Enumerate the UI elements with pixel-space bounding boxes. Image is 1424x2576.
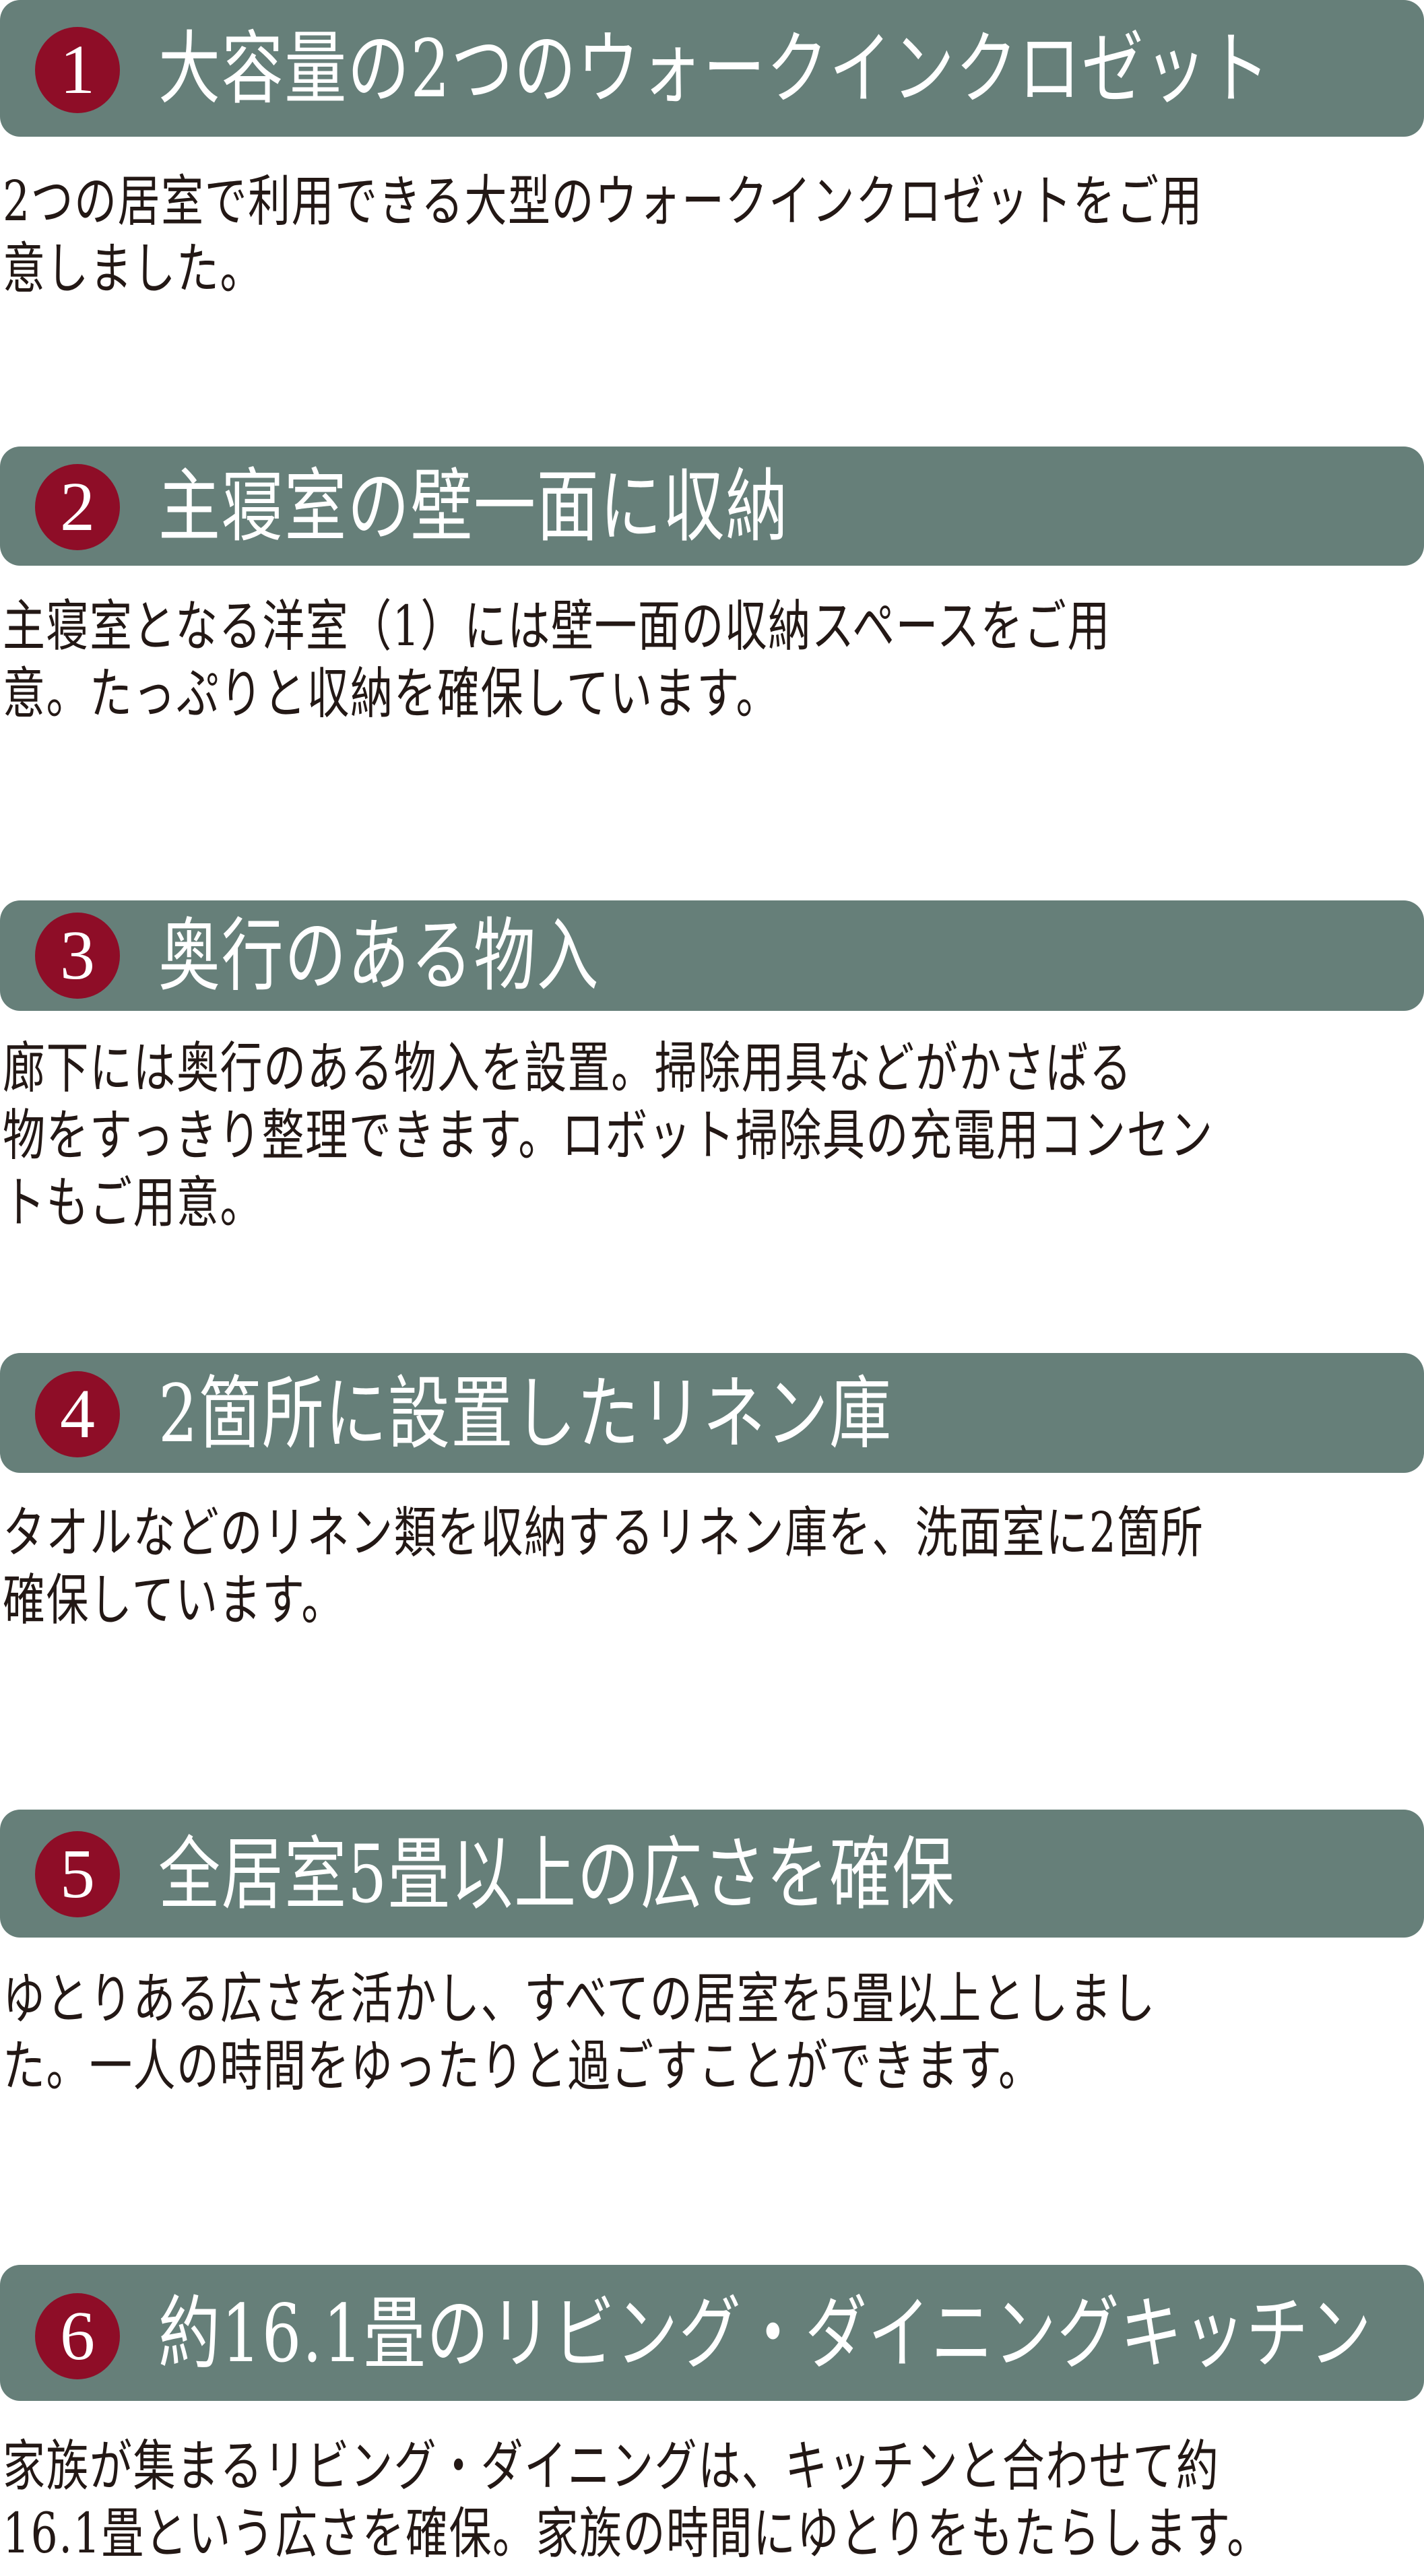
description-line: 廊下には奥行のある物入を設置。掃除用具などがかさばる	[3, 1036, 1133, 1100]
feature-title: 主寝室の壁一面に収納	[158, 460, 789, 553]
description-line: た。一人の時間をゆったりと過ごすことができます。	[3, 2035, 1042, 2099]
feature-header: 2 主寝室の壁一面に収納	[0, 447, 1424, 566]
feature-title: 全居室5畳以上の広さを確保	[158, 1828, 956, 1921]
description-line: 主寝室となる洋室（1）には壁一面の収納スペースをご用	[3, 595, 1111, 659]
feature-header: 1 大容量の2つのウォークインクロゼット	[0, 0, 1424, 137]
feature-description: 廊下には奥行のある物入を設置。掃除用具などがかさばる 物をすっきり整理できます。…	[3, 1035, 1400, 1237]
description-line: タオルなどのリネン類を収納するリネン庫を、洗面室に2箇所	[3, 1501, 1204, 1565]
feature-title: 2箇所に設置したリネン庫	[158, 1367, 893, 1460]
feature-title: 大容量の2つのウォークインクロゼット	[158, 22, 1271, 115]
number-badge: 1	[35, 27, 120, 113]
feature-description: 主寝室となる洋室（1）には壁一面の収納スペースをご用 意。たっぷりと収納を確保し…	[3, 593, 1400, 728]
description-line: 16.1畳という広さを確保。家族の時間にゆとりをもたらします。	[3, 2502, 1270, 2566]
feature-title: 奥行のある物入	[158, 909, 600, 1002]
description-line: トもご用意。	[3, 1171, 264, 1235]
feature-header: 4 2箇所に設置したリネン庫	[0, 1353, 1424, 1473]
description-line: 家族が集まるリビング・ダイニングは、キッチンと合わせて約	[3, 2435, 1220, 2499]
description-line: 確保しています。	[3, 1568, 345, 1632]
description-line: 意。たっぷりと収納を確保しています。	[3, 662, 780, 726]
description-line: 2つの居室で利用できる大型のウォークインクロゼットをご用	[3, 170, 1204, 234]
feature-header: 6 約16.1畳のリビング・ダイニングキッチン	[0, 2265, 1424, 2401]
description-line: 意しました。	[3, 237, 264, 301]
feature-header: 3 奥行のある物入	[0, 900, 1424, 1011]
feature-description: タオルなどのリネン類を収納するリネン庫を、洗面室に2箇所 確保しています。	[3, 1500, 1400, 1634]
feature-description: 家族が集まるリビング・ダイニングは、キッチンと合わせて約 16.1畳という広さを…	[3, 2433, 1400, 2568]
number-badge: 2	[35, 464, 120, 550]
number-badge: 4	[35, 1371, 120, 1457]
number-badge: 6	[35, 2293, 120, 2379]
description-line: 物をすっきり整理できます。ロボット掃除具の充電用コンセン	[3, 1104, 1214, 1168]
number-badge: 5	[35, 1831, 120, 1917]
feature-description: 2つの居室で利用できる大型のウォークインクロゼットをご用 意しました。	[3, 168, 1400, 303]
feature-description: ゆとりある広さを活かし、すべての居室を5畳以上としまし た。一人の時間をゆったり…	[3, 1966, 1400, 2101]
number-badge: 3	[35, 913, 120, 999]
feature-title: 約16.1畳のリビング・ダイニングキッチン	[158, 2287, 1373, 2380]
feature-header: 5 全居室5畳以上の広さを確保	[0, 1810, 1424, 1938]
description-line: ゆとりある広さを活かし、すべての居室を5畳以上としまし	[3, 1967, 1156, 2031]
